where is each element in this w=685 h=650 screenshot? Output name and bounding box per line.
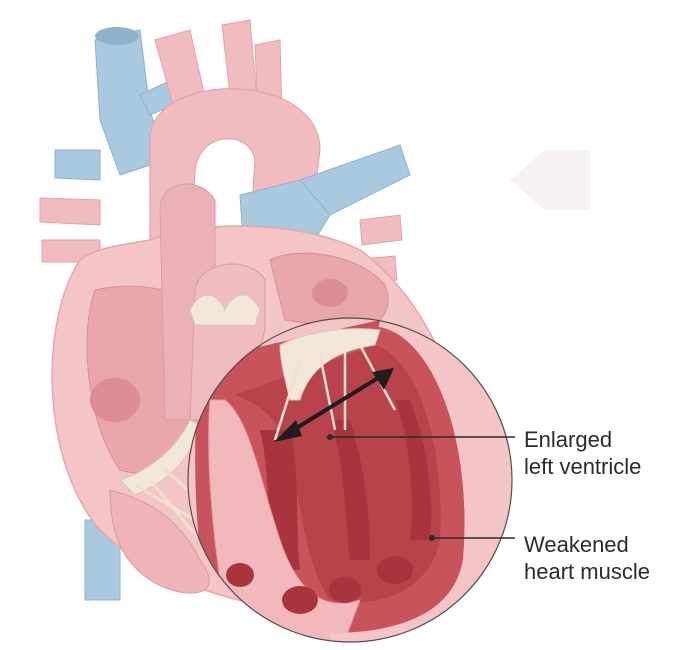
pulmonary-vessel-left-2: [40, 198, 100, 225]
enlarged-label-line1: Enlarged: [524, 426, 641, 453]
faded-arrow-shape: [510, 150, 590, 210]
enlarged-label-line2: left ventricle: [524, 453, 641, 480]
pulmonary-vein-left-1: [55, 150, 100, 180]
weakened-label-line1: Weakened: [524, 531, 650, 558]
weakened-label-line2: heart muscle: [524, 558, 650, 585]
pulmonary-vessel-right-1: [360, 215, 402, 245]
weakened-heart-muscle-label: Weakened heart muscle: [524, 531, 650, 585]
left-atrium-opening: [312, 279, 348, 307]
atrial-opening: [90, 378, 140, 422]
enlarged-left-ventricle-label: Enlarged left ventricle: [524, 426, 641, 480]
vena-cava-opening: [95, 27, 139, 45]
